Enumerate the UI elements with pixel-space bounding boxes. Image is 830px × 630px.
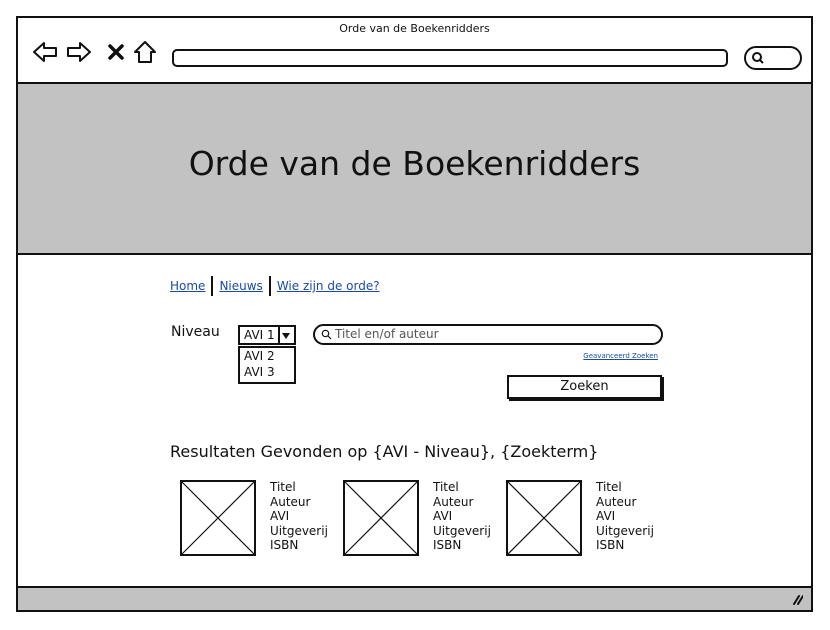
result-publisher: Uitgeverij — [596, 523, 654, 538]
result-meta: Titel Auteur AVI Uitgeverij ISBN — [596, 480, 654, 553]
hero-banner: Orde van de Boekenridders — [18, 84, 811, 255]
search-button[interactable]: Zoeken — [507, 375, 662, 399]
address-bar[interactable] — [172, 49, 728, 67]
niveau-option-avi-3[interactable]: AVI 3 — [244, 365, 275, 379]
advanced-search-link[interactable]: Geavanceerd Zoeken — [583, 352, 658, 360]
nav-link-nieuws[interactable]: Nieuws — [219, 279, 263, 293]
niveau-option-avi-2[interactable]: AVI 2 — [244, 349, 275, 363]
result-meta: Titel Auteur AVI Uitgeverij ISBN — [433, 480, 491, 553]
result-isbn: ISBN — [433, 538, 462, 552]
result-avi: AVI — [270, 509, 290, 523]
back-arrow-icon[interactable] — [32, 40, 58, 64]
result-title: Titel — [270, 480, 296, 494]
page-title: Orde van de Boekenridders — [188, 144, 641, 183]
home-icon[interactable] — [132, 40, 158, 64]
breadcrumb-separator — [268, 276, 271, 296]
forward-arrow-icon[interactable] — [66, 40, 92, 64]
niveau-selected-value: AVI 1 — [244, 328, 275, 342]
result-author: Auteur — [596, 494, 637, 509]
result-title: Titel — [596, 480, 622, 494]
nav-link-home[interactable]: Home — [170, 279, 206, 293]
niveau-options-list: AVI 2 AVI 3 — [238, 346, 296, 384]
result-author: Auteur — [433, 494, 474, 509]
search-icon — [752, 52, 764, 64]
search-input[interactable]: Titel en/of auteur — [313, 324, 663, 345]
result-author: Auteur — [270, 494, 311, 509]
search-icon — [321, 329, 332, 340]
resize-grip-icon[interactable] — [791, 593, 803, 605]
result-publisher: Uitgeverij — [433, 523, 491, 538]
result-title: Titel — [433, 480, 459, 494]
result-isbn: ISBN — [596, 538, 625, 552]
result-publisher: Uitgeverij — [270, 523, 328, 538]
breadcrumb-separator — [211, 276, 214, 296]
result-avi: AVI — [596, 509, 616, 523]
chevron-down-icon — [282, 333, 290, 339]
status-bar — [18, 586, 811, 610]
close-x-icon[interactable] — [106, 40, 126, 64]
image-placeholder-icon — [180, 480, 256, 556]
results-heading: Resultaten Gevonden op {AVI - Niveau}, {… — [170, 442, 599, 461]
result-isbn: ISBN — [270, 538, 299, 552]
browser-toolbar: Orde van de Boekenridders — [18, 18, 811, 84]
browser-window: Orde van de Boekenridders Orde van de Bo… — [16, 16, 813, 612]
search-placeholder: Titel en/of auteur — [335, 327, 439, 341]
breadcrumb: Home Nieuws Wie zijn de orde? — [170, 276, 380, 296]
niveau-label: Niveau — [171, 324, 220, 340]
image-placeholder-icon — [343, 480, 419, 556]
niveau-select[interactable]: AVI 1 — [238, 325, 296, 345]
niveau-select-toggle[interactable] — [278, 327, 294, 343]
result-meta: Titel Auteur AVI Uitgeverij ISBN — [270, 480, 328, 553]
result-avi: AVI — [433, 509, 453, 523]
image-placeholder-icon — [506, 480, 582, 556]
browser-search-button[interactable] — [744, 46, 802, 70]
nav-link-wie-zijn-de-orde[interactable]: Wie zijn de orde? — [276, 279, 380, 293]
window-title: Orde van de Boekenridders — [339, 22, 490, 35]
